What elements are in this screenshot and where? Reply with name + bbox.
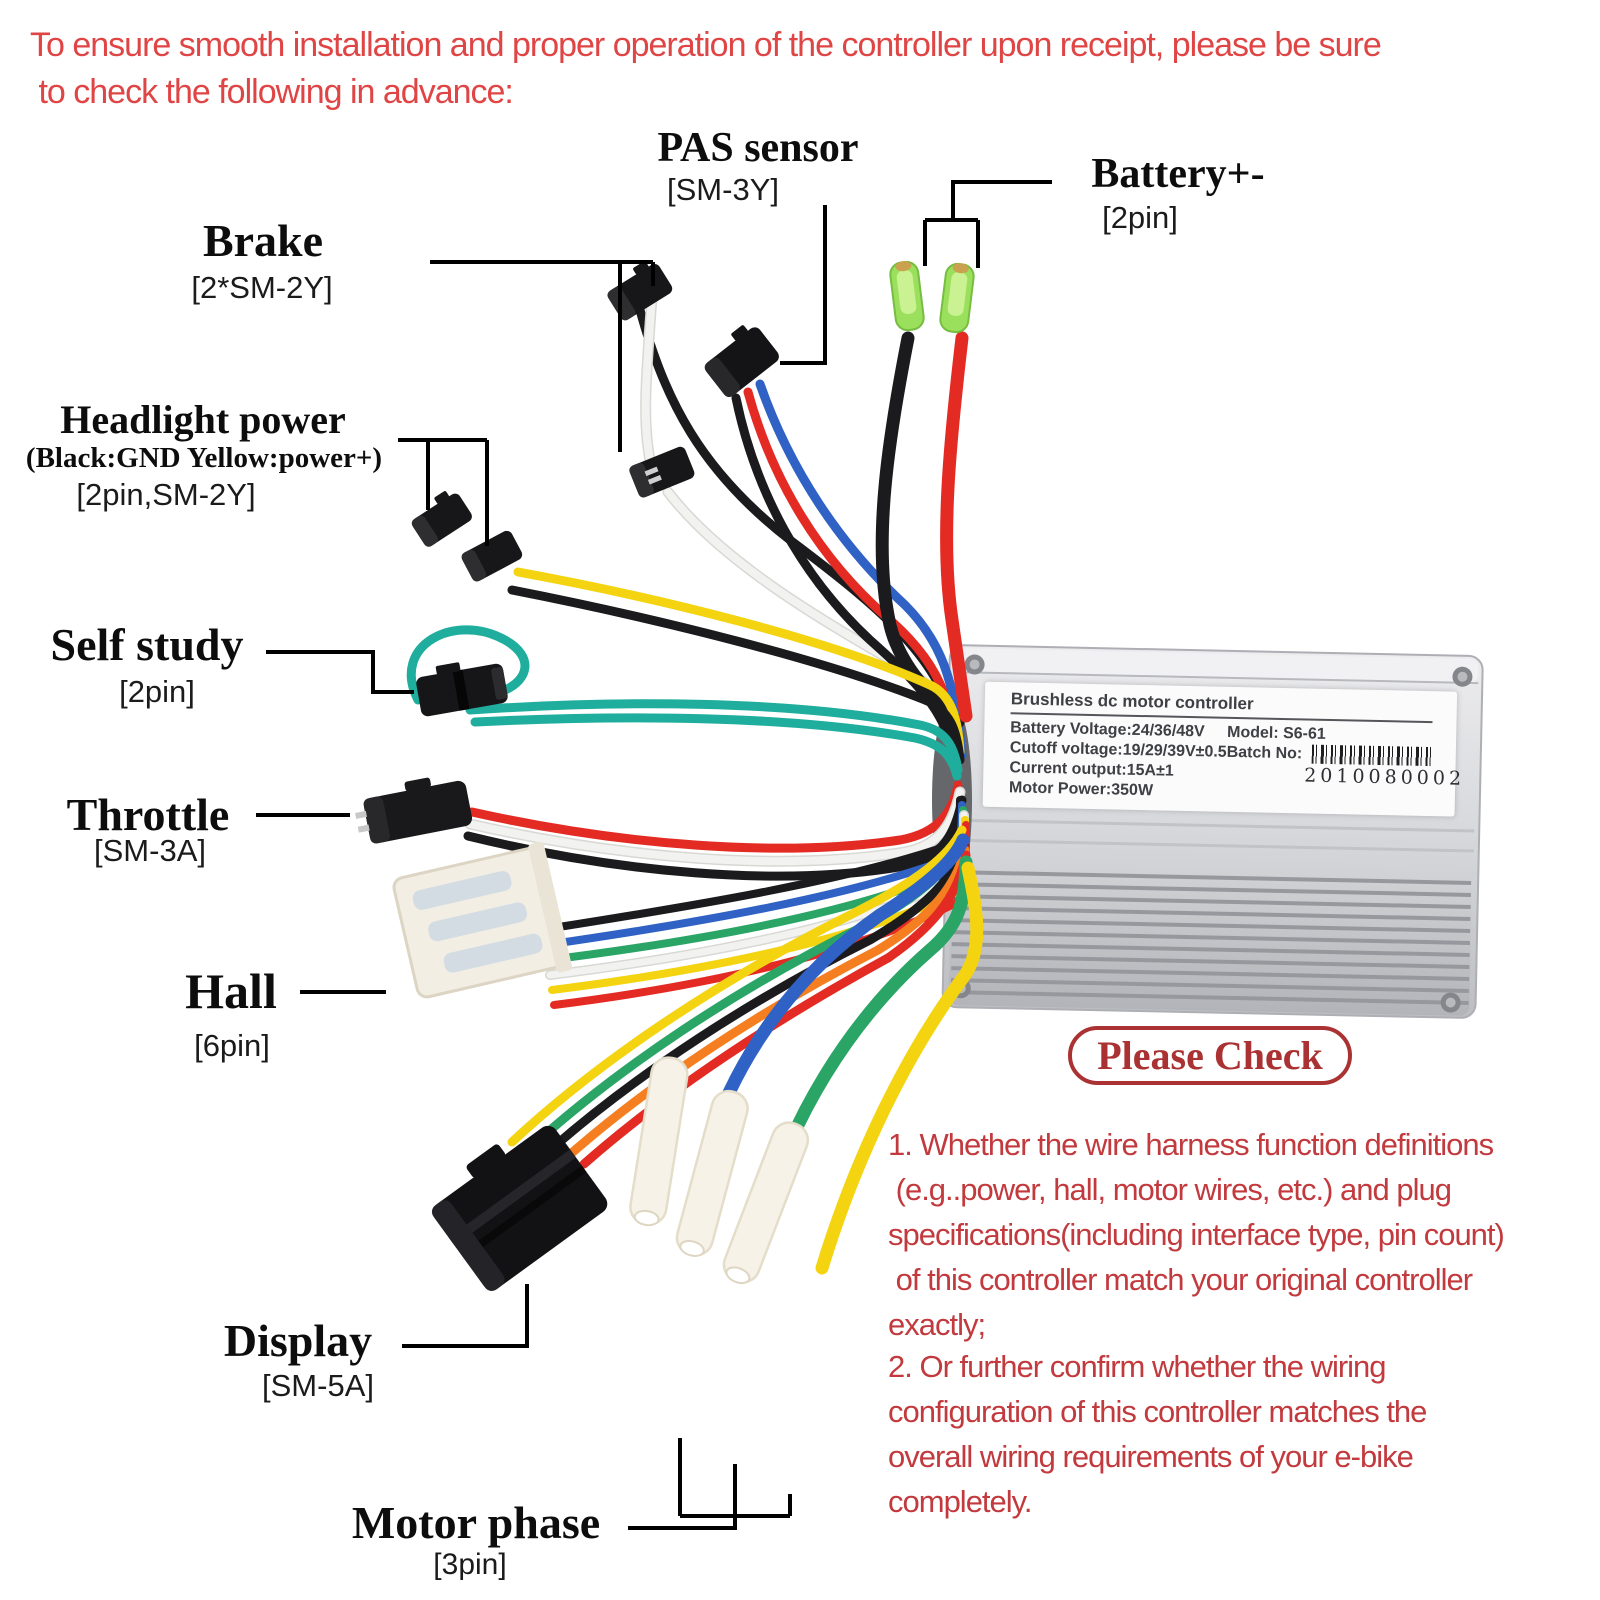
heatsink-fins	[950, 870, 1472, 1005]
self-study-connector	[416, 662, 508, 717]
label-hall: Hall	[185, 963, 277, 1019]
label-display: Display	[223, 1315, 373, 1366]
motor-phase-terminal-2	[675, 1089, 749, 1257]
callout-motor-phase	[628, 1438, 792, 1530]
brake-connector-2	[629, 446, 695, 498]
please-check-badge: Please Check	[1068, 1026, 1352, 1085]
controller-spec-label: Brushless dc motor controller Battery Vo…	[982, 681, 1465, 817]
brake-connector-1	[607, 261, 673, 321]
spec-display: [SM-5A]	[262, 1368, 374, 1403]
label-brake: Brake	[202, 215, 324, 266]
barcode	[1312, 744, 1435, 767]
callout-display	[402, 1284, 529, 1348]
hall-connector	[392, 841, 572, 999]
controller-specs: Battery Voltage:24/36/48V Cutoff voltage…	[1009, 718, 1227, 803]
throttle-connector	[355, 777, 473, 844]
headlight-connector-1	[411, 491, 472, 547]
callout-battery	[923, 180, 1052, 268]
spec-battery: [2pin]	[1102, 200, 1178, 235]
spec-hall: [6pin]	[194, 1028, 270, 1063]
motor-phase-terminal-1	[629, 1056, 689, 1227]
spec-throttle: [SM-3A]	[94, 833, 206, 868]
callout-headlight	[398, 438, 489, 546]
spec-brake: [2*SM-2Y]	[191, 270, 333, 305]
pas-connector	[704, 325, 779, 398]
battery-terminal-positive	[939, 262, 975, 334]
spec-motor-phase: [3pin]	[433, 1548, 507, 1581]
headlight-connector-2	[461, 530, 523, 582]
note-headlight-power: (Black:GND Yellow:power+)	[25, 442, 383, 474]
battery-terminal-negative	[889, 260, 925, 332]
label-battery: Battery+-	[1091, 151, 1265, 197]
spec-pas-sensor: [SM-3Y]	[667, 172, 779, 207]
spec-self-study: [2pin]	[119, 674, 195, 709]
check-item-2: 2. Or further confirm whether the wiring…	[888, 1349, 1427, 1519]
controller-id-block: Model: S6-61 Batch No: 2010080002	[1226, 723, 1467, 808]
label-throttle: Throttle	[66, 789, 230, 840]
label-self-study: Self study	[50, 619, 244, 670]
display-connector	[431, 1125, 608, 1291]
spec-headlight-power: [2pin,SM-2Y]	[76, 477, 256, 512]
batch-no-label: Batch No:	[1226, 743, 1303, 763]
controller-title: Brushless dc motor controller	[1010, 689, 1433, 724]
wire-harness	[406, 290, 984, 1275]
callout-brake	[430, 260, 655, 452]
label-motor-phase: Motor phase	[351, 1497, 601, 1548]
motor-phase-terminal-3	[722, 1121, 810, 1285]
callout-pas	[780, 205, 827, 365]
callout-self-study	[266, 650, 414, 694]
batch-number: 2010080002	[1303, 764, 1466, 790]
spec-motor-power: Motor Power:350W	[1008, 779, 1154, 800]
label-pas-sensor: PAS sensor	[657, 125, 859, 171]
callout-lines	[256, 180, 1052, 1530]
label-headlight-power: Headlight power	[60, 397, 346, 442]
check-item-1: 1. Whether the wire harness function def…	[888, 1127, 1505, 1342]
intro-note: To ensure smooth installation and proper…	[30, 26, 1382, 111]
